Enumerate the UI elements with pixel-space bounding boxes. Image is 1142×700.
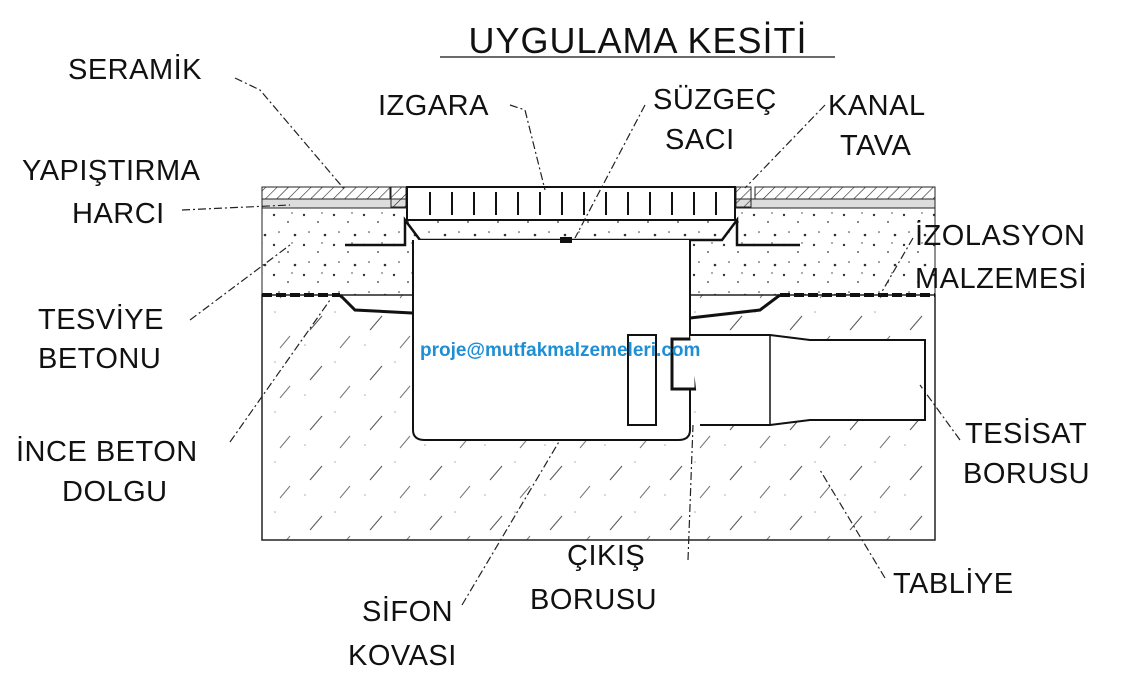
label-sifon: SİFON (362, 596, 454, 628)
label-izgara: IZGARA (378, 90, 489, 122)
label-malzemesi: MALZEMESİ (915, 263, 1088, 295)
leader-lines (181, 77, 961, 606)
label-dolgu: DOLGU (62, 476, 168, 508)
label-borusu-cikis: BORUSU (530, 584, 658, 616)
adhesive-layer (261, 198, 408, 209)
label-tesisat: TESİSAT (965, 418, 1088, 450)
siphon-bucket (412, 240, 691, 441)
label-harci: HARCI (72, 198, 165, 230)
label-tava: TAVA (840, 130, 912, 162)
watermark-email: proje@mutfakmalzemeleri.com (420, 340, 701, 361)
label-kovasi: KOVASI (348, 640, 457, 672)
ceramic-tile-left (261, 186, 391, 200)
outlet-pipe (690, 334, 926, 426)
label-tabliye: TABLİYE (893, 568, 1014, 600)
label-seramik: SERAMİK (68, 54, 203, 86)
label-izolasyon: İZOLASYON (915, 220, 1086, 252)
label-saci: SACI (665, 124, 735, 156)
label-borusu-tesisat: BORUSU (963, 458, 1091, 490)
label-yapistirma: YAPIŞTIRMA (22, 155, 201, 187)
label-suzgec: SÜZGEÇ (653, 84, 777, 116)
diagram-title: UYGULAMA KESİTİ (468, 20, 808, 61)
label-cikis: ÇIKIŞ (567, 540, 646, 572)
label-betonu: BETONU (38, 343, 162, 375)
label-kanal: KANAL (828, 90, 926, 122)
label-tesviye: TESVİYE (38, 304, 164, 336)
grate (406, 186, 736, 221)
label-ince-beton: İNCE BETON (16, 436, 198, 468)
